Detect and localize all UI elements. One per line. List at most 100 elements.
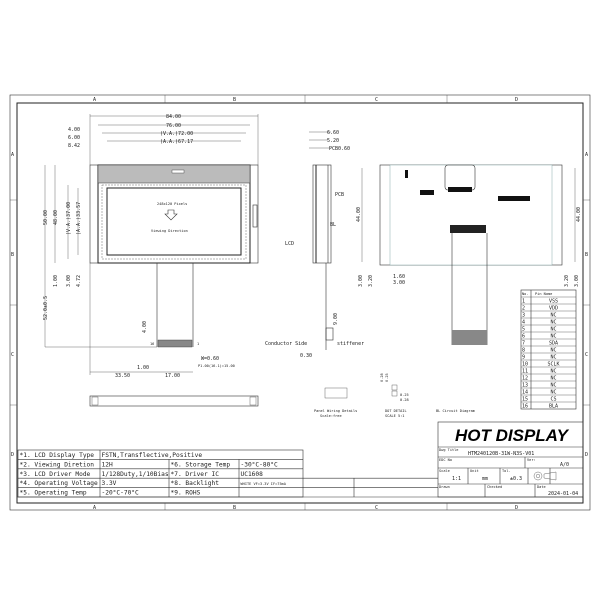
side-view: 6.60 5.20 PCB0.60 9.00 0.30 PCB BL LCD C… bbox=[265, 130, 364, 359]
dimension: (A.A.)67.17 bbox=[160, 139, 193, 145]
pin-number: 14 bbox=[522, 390, 528, 396]
dimension: 76.00 bbox=[166, 123, 181, 129]
pin-name: SDA bbox=[549, 341, 558, 347]
pin-name: NC bbox=[550, 355, 556, 361]
spec-cell: *1. LCD Display Type bbox=[20, 452, 95, 459]
dwg-title: HTM240120B-31W-N3S-V01 bbox=[468, 451, 534, 457]
inner-frame bbox=[16, 102, 584, 504]
spec-cell: UC1608 bbox=[241, 471, 264, 478]
dimension: 48.00 bbox=[53, 210, 59, 225]
spec-cell: *8. Backlight bbox=[171, 480, 220, 487]
dwg-title-label: Dwg Title bbox=[439, 448, 458, 452]
spec-cell: *9. ROHS bbox=[171, 490, 201, 497]
dimension: 52.0±0.5 bbox=[43, 296, 49, 320]
dimension: (V.A.)37.00 bbox=[66, 202, 72, 235]
edc-label: EDC No bbox=[439, 458, 452, 462]
spec-cell: 3.3V bbox=[102, 480, 117, 487]
outer-frame bbox=[9, 94, 591, 511]
pin-name: BLA bbox=[549, 404, 558, 410]
dimension: 44.00 bbox=[576, 207, 582, 222]
dimension: 0.25 bbox=[385, 373, 389, 382]
dimension: 5.20 bbox=[327, 138, 339, 144]
pin-mark: 16 bbox=[150, 342, 154, 346]
pin-number: 8 bbox=[522, 348, 525, 354]
spec-cell: *7. Driver IC bbox=[171, 471, 220, 478]
tol: ±0.3 bbox=[510, 476, 522, 482]
viewing-direction-label: Viewing Direction bbox=[151, 229, 188, 233]
label: Conductor Side bbox=[265, 341, 307, 347]
pin-name: NC bbox=[550, 320, 556, 326]
back-view: 44.00 44.00 3.00 3.20 1.60 3.00 3.20 3.0… bbox=[356, 164, 582, 345]
pin-number: 9 bbox=[522, 355, 525, 361]
tol-label: Tol. bbox=[502, 469, 511, 473]
pin-number: 11 bbox=[522, 369, 528, 375]
dimension: 3.20 bbox=[564, 275, 570, 287]
viewing-direction-arrow-icon bbox=[164, 209, 178, 221]
details: Panel Wiring Details Scale:free 0.28 0.2… bbox=[314, 373, 475, 418]
dimension: 1.00 bbox=[137, 365, 149, 371]
dimension: 4.00 bbox=[142, 321, 148, 333]
dimension: 1.00 bbox=[53, 275, 59, 287]
grid-col-label: B bbox=[233, 97, 236, 103]
pin-number: 3 bbox=[522, 313, 525, 319]
unit-label: Unit bbox=[470, 469, 479, 473]
spec-cell: WHITE VF=3.3V IF=75mA bbox=[241, 482, 287, 486]
dimension: 3.00 bbox=[358, 275, 364, 287]
pin-name: VSS bbox=[549, 299, 558, 305]
spec-cell: *5. Operating Temp bbox=[20, 490, 87, 497]
bl-circuit-title: BL Circuit Diagram bbox=[436, 409, 475, 413]
panel-wiring-title: Panel Wiring Details bbox=[314, 409, 357, 413]
label: LCD bbox=[285, 241, 294, 247]
projection-symbol-icon bbox=[533, 471, 557, 481]
spec-cell: *2. Viewing Diretion bbox=[20, 461, 95, 468]
dimension: 84.00 bbox=[166, 114, 181, 120]
spec-cell: *6. Storage Temp bbox=[171, 461, 231, 468]
spec-cell: 12H bbox=[102, 461, 113, 468]
grid-col-label: A bbox=[93, 505, 96, 511]
label: BL bbox=[330, 222, 336, 228]
dimension: 50.00 bbox=[43, 210, 49, 225]
date-label: Date bbox=[537, 485, 546, 489]
pin-name: VDD bbox=[549, 306, 558, 312]
dimension: (A.A.)33.57 bbox=[76, 202, 82, 235]
grid-col-label: C bbox=[375, 97, 378, 103]
scale-label: Scale bbox=[439, 469, 450, 473]
pin-table-header: Pin Name bbox=[535, 292, 552, 296]
pin-mark: 1 bbox=[197, 342, 199, 346]
label: stiffener bbox=[337, 341, 364, 347]
pin-name: CS bbox=[550, 397, 556, 403]
pin-name: NC bbox=[550, 327, 556, 333]
grid-col-label: C bbox=[375, 505, 378, 511]
pin-number: 16 bbox=[522, 404, 528, 410]
grid-row-label: B bbox=[585, 252, 588, 258]
dimension: (V.A.)72.00 bbox=[160, 131, 193, 137]
dimension: PCB0.60 bbox=[329, 146, 350, 152]
dimension: 3.00 bbox=[393, 280, 405, 286]
pin-number: 1 bbox=[522, 299, 525, 305]
dimension: 8.42 bbox=[68, 143, 80, 149]
label: PCB bbox=[335, 192, 344, 198]
dimension: 9.00 bbox=[333, 313, 339, 325]
pin-number: 7 bbox=[522, 341, 525, 347]
pin-name: SCLK bbox=[547, 362, 559, 368]
dimension: 44.00 bbox=[356, 207, 362, 222]
panel-wiring-scale: Scale:free bbox=[320, 414, 342, 418]
pin-name: NC bbox=[550, 348, 556, 354]
pin-number: 10 bbox=[522, 362, 528, 368]
spec-cell: *4. Operating Voltage bbox=[20, 480, 99, 487]
grid-row-label: A bbox=[585, 152, 588, 158]
dimension: 3.00 bbox=[66, 275, 72, 287]
pin-number: 15 bbox=[522, 397, 528, 403]
dimension: 6.00 bbox=[68, 135, 80, 141]
date: 2024-01-04 bbox=[548, 491, 578, 497]
front-view: 248x120 Pixels Viewing Direction 84.00 4… bbox=[43, 114, 259, 407]
pin-number: 4 bbox=[522, 320, 525, 326]
dimension: W=0.60 bbox=[201, 356, 219, 362]
dimension: 0.30 bbox=[300, 353, 312, 359]
pin-name: NC bbox=[550, 334, 556, 340]
spec-cell: 1/128Duty,1/10Bias bbox=[102, 471, 169, 478]
grid-row-label: B bbox=[11, 252, 14, 258]
